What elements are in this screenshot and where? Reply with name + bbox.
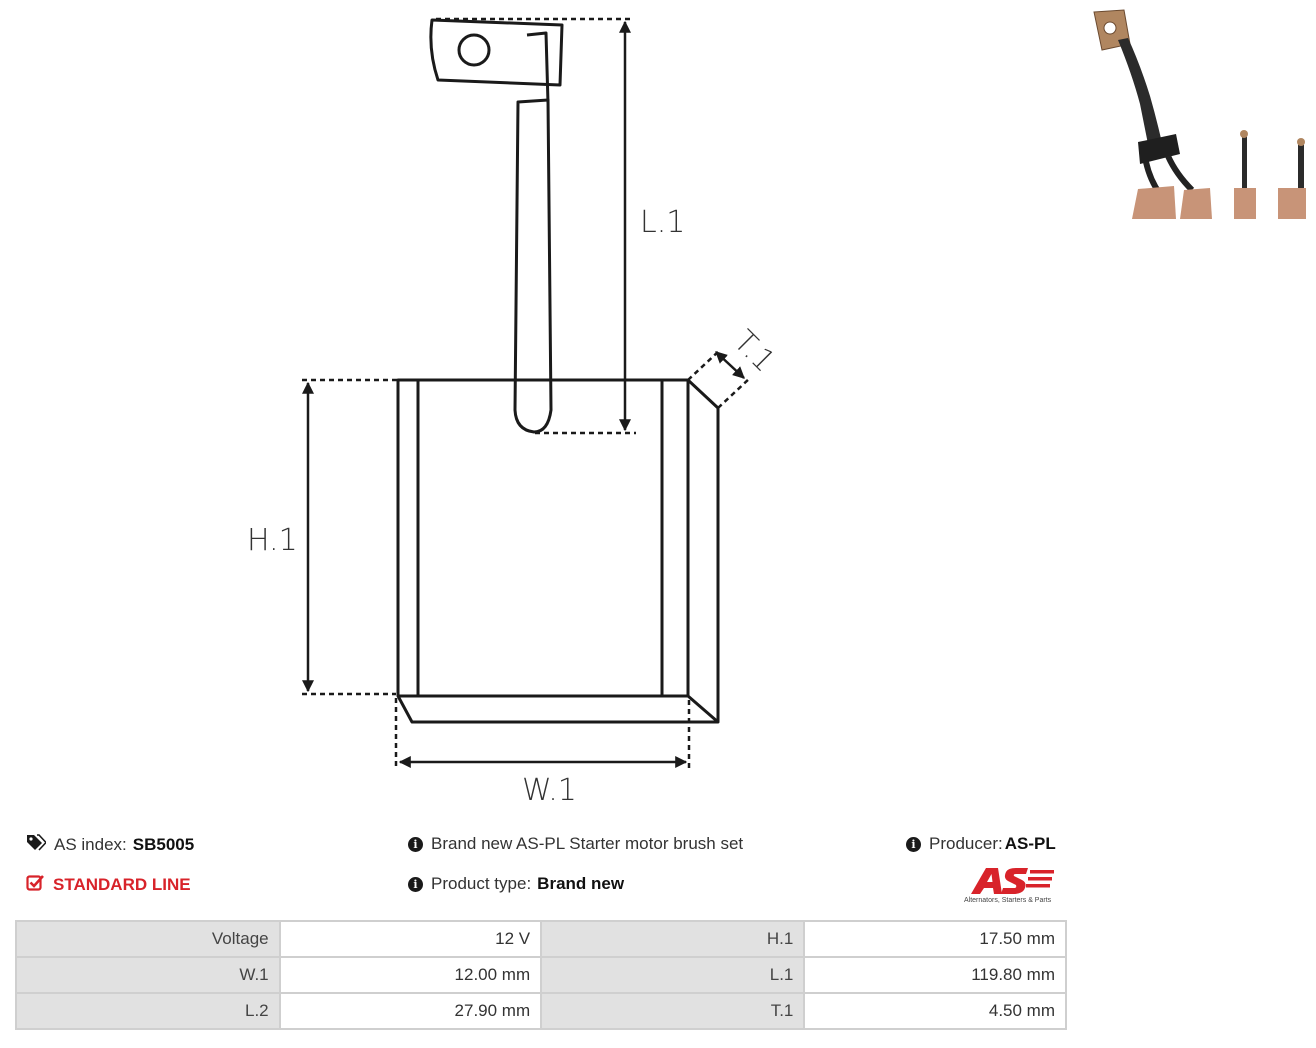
spec-value: 12 V <box>278 920 543 958</box>
producer-label: Producer: <box>929 834 1003 853</box>
as-index-label: AS index: <box>54 835 127 854</box>
spec-value: 119.80 mm <box>803 956 1067 994</box>
as-logo-mark <box>971 868 1054 894</box>
specifications-table: Voltage 12 V H.1 17.50 mm W.1 12.00 mm L… <box>15 920 1067 1030</box>
info-icon: i <box>408 876 423 892</box>
brush-block <box>396 378 720 724</box>
as-index-info: AS index: SB5005 <box>26 834 194 856</box>
table-row: L.2 27.90 mm T.1 4.50 mm <box>15 992 1067 1030</box>
terminal-tab <box>429 18 564 87</box>
table-row: Voltage 12 V H.1 17.50 mm <box>15 920 1067 958</box>
tags-icon <box>26 834 48 856</box>
logo-tagline: Alternators, Starters & Parts <box>964 897 1052 904</box>
product-photo <box>1093 9 1306 219</box>
spec-key: H.1 <box>540 920 806 958</box>
spec-key: T.1 <box>540 992 806 1030</box>
info-icon: i <box>906 836 921 852</box>
spec-key: W.1 <box>15 956 281 994</box>
info-icon: i <box>408 836 423 852</box>
spec-value: 17.50 mm <box>803 920 1067 958</box>
check-square-icon <box>26 874 45 896</box>
product-type-value: Brand new <box>537 874 625 893</box>
product-description: i Brand new AS-PL Starter motor brush se… <box>408 834 743 854</box>
spec-key: Voltage <box>15 920 281 958</box>
as-pl-logo: Alternators, Starters & Parts <box>964 866 1068 908</box>
dimension-label-w1: W.1 <box>522 773 577 808</box>
standard-line-label: STANDARD LINE <box>53 875 191 894</box>
terminal-hole <box>457 33 491 67</box>
as-index-value: SB5005 <box>132 835 195 854</box>
product-type-info: i Product type: Brand new <box>408 874 624 894</box>
lead-wire <box>513 98 553 434</box>
description-text: Brand new AS-PL Starter motor brush set <box>431 834 744 853</box>
spec-value: 12.00 mm <box>278 956 543 994</box>
spec-value: 27.90 mm <box>278 992 543 1030</box>
table-row: W.1 12.00 mm L.1 119.80 mm <box>15 956 1067 994</box>
dimension-label-h1: H.1 <box>247 523 298 558</box>
producer-value: AS-PL <box>1004 834 1056 853</box>
producer-info: i Producer: AS-PL <box>906 834 1056 854</box>
line-badge: STANDARD LINE <box>26 874 191 896</box>
dimension-label-l1: L.1 <box>640 205 685 240</box>
product-type-label: Product type: <box>431 874 532 893</box>
spec-key: L.2 <box>15 992 281 1030</box>
spec-key: L.1 <box>540 956 806 994</box>
brush-dimension-drawing: L.1 H.1 W.1 T.1 <box>247 17 782 808</box>
spec-value: 4.50 mm <box>803 992 1067 1030</box>
